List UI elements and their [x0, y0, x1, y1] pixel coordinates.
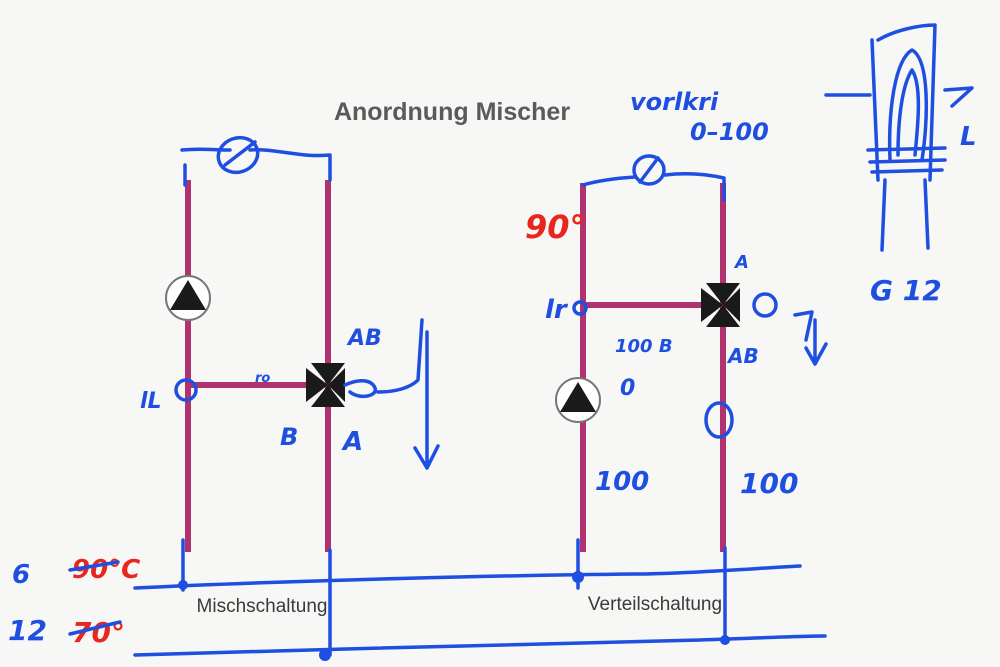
distribution-caption: Verteilschaltung	[588, 594, 722, 615]
header-pipes: 6 90°C 12 70°	[8, 555, 827, 661]
junction-marker	[572, 300, 588, 316]
bypass-label: ro	[255, 371, 270, 386]
corner-arrow-label: L	[960, 122, 977, 152]
supply-temp-label: 90°	[525, 208, 586, 246]
pump-icon	[555, 377, 601, 423]
flow-b-label: 100 B	[615, 336, 673, 357]
valve-port-ab-label: AB	[726, 344, 759, 368]
arrow-right-icon	[824, 86, 974, 108]
line2-number: 12	[8, 614, 47, 647]
left-flow-label: 100	[595, 467, 649, 497]
sketch-top-line	[581, 172, 726, 202]
valve-port-b-label: B	[280, 423, 298, 451]
mixing-caption: Mischschaltung	[197, 596, 328, 617]
sensor-circle-icon	[216, 135, 260, 175]
down-arrow-icon	[793, 310, 828, 366]
sketch-valve-control	[343, 318, 424, 399]
flow-circle-icon	[704, 401, 734, 439]
junction-marker	[174, 378, 198, 402]
right-flow-label: 100	[740, 467, 798, 500]
valve-port-a-label: A	[341, 427, 363, 457]
range-label: 0–100	[690, 118, 769, 146]
three-way-valve-icon	[701, 283, 740, 327]
distribution-circuit: vorlkri 0–100 90° lr A AB 100 B 0 100 10…	[525, 88, 828, 642]
vorlauf-label: vorlkri	[630, 88, 719, 116]
three-way-valve-icon	[306, 363, 345, 407]
right-junction-label: lr	[545, 295, 569, 325]
sensor-circle-icon	[632, 154, 666, 186]
valve-port-a-label: A	[733, 252, 749, 273]
mixing-circuit: lL ro AB B A Mischschaltung	[140, 135, 440, 657]
zero-label: 0	[620, 376, 635, 401]
header-line-2	[133, 634, 827, 657]
corner-code-label: G 12	[870, 274, 942, 307]
page-title: Anordnung Mischer	[334, 98, 570, 126]
line1-temp: 90°C	[72, 555, 140, 585]
corner-sketch: L G 12	[824, 23, 977, 307]
valve-actuator-icon	[752, 292, 778, 318]
valve-port-ab-label: AB	[346, 326, 382, 351]
down-arrow-icon	[413, 330, 440, 470]
pump-icon	[165, 275, 211, 321]
left-junction-label: lL	[140, 389, 162, 414]
header-line-1	[133, 564, 802, 590]
line1-number: 6	[12, 560, 30, 590]
